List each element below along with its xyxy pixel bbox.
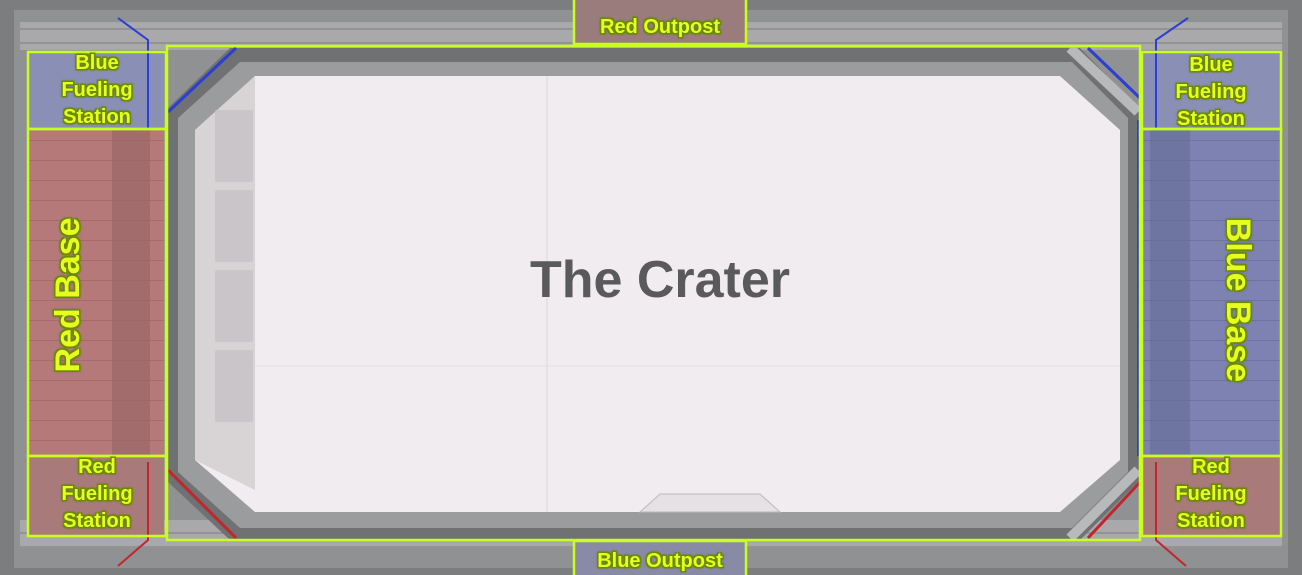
red-outpost-outline (572, 0, 748, 46)
crater-floor (195, 76, 1120, 512)
ramp-step-3 (215, 270, 253, 342)
ramp-step-2 (215, 190, 253, 262)
blue-fueling-left-line1: Blue (75, 52, 119, 74)
blue-fueling-left-area (28, 52, 164, 130)
red-fueling-right-outline (1140, 454, 1283, 538)
red-base-rail (112, 128, 150, 456)
blue-fueling-right-line2: Fueling (1175, 81, 1247, 103)
red-fueling-left-area (28, 456, 164, 536)
blue-fueling-right-line1: Blue (1189, 54, 1233, 76)
blue-outpost-area (574, 540, 746, 575)
red-fueling-right-line2: Fueling (1175, 483, 1247, 505)
blue-fueling-left-line2: Fueling (61, 79, 133, 101)
rail-br-red (1086, 478, 1144, 540)
blue-fueling-right-area (1142, 52, 1280, 130)
red-outpost-label: Red Outpost (600, 16, 720, 38)
blue-fueling-right-line3: Station (1177, 108, 1245, 130)
rail-tl (166, 46, 238, 114)
crater-label: The Crater (529, 251, 791, 309)
rail-br (1066, 466, 1142, 542)
blue-line-tr (1155, 17, 1189, 128)
blue-outpost-label: Blue Outpost (597, 550, 723, 572)
ramp-step-4 (215, 350, 253, 422)
red-fueling-station-right-label: Red Fueling Station (1151, 454, 1271, 535)
blue-base-label: Blue Base (1219, 217, 1257, 383)
red-base-label: Red Base (49, 217, 87, 373)
rail-bl (166, 468, 238, 540)
red-fueling-right-line1: Red (1192, 456, 1230, 478)
blue-line-tl (117, 17, 149, 128)
blue-fueling-left-line3: Station (63, 106, 131, 128)
red-fueling-left-line3: Station (63, 510, 131, 532)
red-fueling-left-line2: Fueling (61, 483, 133, 505)
red-fueling-station-left-label: Red Fueling Station (37, 454, 157, 535)
red-line-br (1155, 462, 1187, 567)
red-fueling-left-outline (26, 454, 168, 538)
red-fueling-left-line1: Red (78, 456, 116, 478)
ramp-step-1 (215, 110, 253, 182)
crater-bottom-bump (638, 493, 782, 513)
blue-fueling-station-right-label: Blue Fueling Station (1151, 52, 1271, 133)
red-outpost-area (574, 0, 746, 44)
rail-tr-blue (1086, 46, 1144, 102)
blue-fueling-station-left-label: Blue Fueling Station (37, 50, 157, 131)
blue-outpost-outline (572, 539, 748, 575)
red-line-bl (117, 462, 149, 567)
red-fueling-right-line3: Station (1177, 510, 1245, 532)
rail-tr (1066, 44, 1142, 116)
blue-base-rail (1150, 128, 1190, 456)
red-fueling-right-area (1142, 456, 1280, 536)
